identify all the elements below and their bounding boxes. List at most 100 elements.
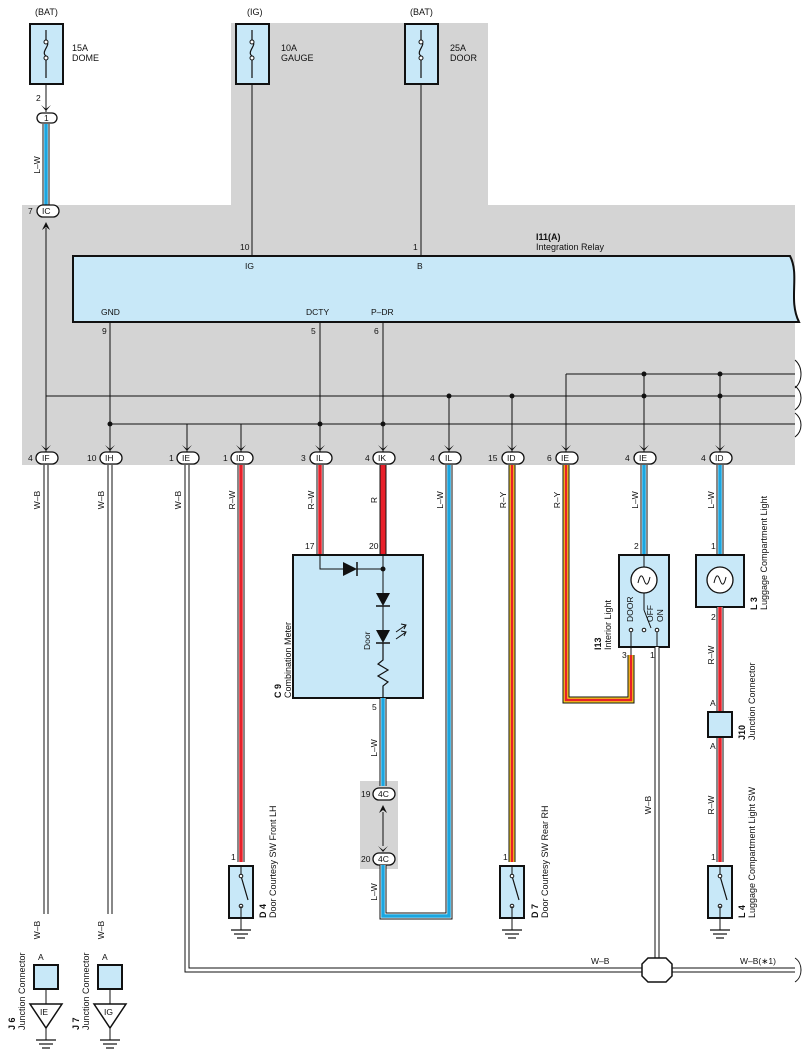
svg-text:W–B: W–B	[643, 795, 653, 814]
svg-text:Door: Door	[362, 631, 372, 650]
svg-text:1: 1	[169, 453, 174, 463]
svg-text:Door Courtesy SW Front LH: Door Courtesy SW Front LH	[268, 805, 278, 918]
svg-text:A: A	[710, 698, 716, 708]
svg-text:1: 1	[413, 242, 418, 252]
svg-text:IE: IE	[182, 453, 190, 463]
svg-text:1: 1	[711, 541, 716, 551]
svg-text:L–W: L–W	[706, 491, 716, 508]
svg-text:W–B: W–B	[591, 956, 610, 966]
svg-text:4: 4	[701, 453, 706, 463]
svg-text:2: 2	[711, 612, 716, 622]
svg-text:IL: IL	[445, 453, 452, 463]
svg-text:Door Courtesy SW Rear RH: Door Courtesy SW Rear RH	[540, 805, 550, 918]
junction-dots	[107, 371, 723, 427]
svg-text:Interior Light: Interior Light	[603, 599, 613, 650]
svg-text:4: 4	[430, 453, 435, 463]
svg-text:Luggage Compartment Light: Luggage Compartment Light	[759, 495, 769, 610]
fuse-dome: (BAT) 15A DOME 2	[29, 7, 99, 103]
integration-relay: I11(A) Integration Relay IG B GND DCTY P…	[72, 232, 801, 323]
integration-relay-area	[22, 23, 795, 465]
svg-text:A: A	[710, 741, 716, 751]
svg-text:15: 15	[488, 453, 498, 463]
svg-text:10: 10	[240, 242, 250, 252]
svg-text:DOOR: DOOR	[450, 53, 478, 63]
svg-text:R–W: R–W	[706, 796, 716, 815]
svg-text:R–W: R–W	[227, 491, 237, 510]
connector-ie-4: IE 4	[625, 451, 657, 465]
svg-text:4C: 4C	[378, 789, 389, 799]
svg-text:20: 20	[369, 541, 379, 551]
svg-text:W–B(∗1): W–B(∗1)	[740, 956, 776, 966]
svg-text:IK: IK	[378, 453, 386, 463]
svg-text:Junction Connector: Junction Connector	[81, 952, 91, 1030]
svg-text:3: 3	[622, 650, 627, 660]
svg-text:IH: IH	[105, 453, 114, 463]
svg-text:9: 9	[102, 326, 107, 336]
svg-text:R–Y: R–Y	[552, 491, 562, 508]
svg-text:L–W: L–W	[32, 156, 42, 173]
fuse-door: (BAT) 25A DOOR	[404, 7, 478, 85]
connector-id-1: ID 1	[223, 451, 254, 465]
svg-text:5: 5	[311, 326, 316, 336]
connector-1: 1	[36, 112, 58, 124]
svg-text:3: 3	[301, 453, 306, 463]
svg-text:P–DR: P–DR	[371, 307, 394, 317]
svg-text:1: 1	[650, 650, 655, 660]
svg-text:5: 5	[372, 702, 377, 712]
connector-id-4: ID 4	[701, 451, 733, 465]
junction-connector-j7: A IG J 7 Junction Connector	[71, 952, 128, 1049]
svg-text:I13: I13	[593, 637, 603, 650]
svg-text:L 3: L 3	[749, 597, 759, 610]
svg-text:L 4: L 4	[737, 905, 747, 918]
svg-text:Integration Relay: Integration Relay	[536, 242, 605, 252]
svg-text:J 7: J 7	[71, 1017, 81, 1030]
svg-text:1: 1	[503, 852, 508, 862]
interior-light: 2 DOOR OFF ON I13 Interior Light	[593, 541, 670, 655]
svg-text:7: 7	[28, 206, 33, 216]
connector-il-1: IL 3	[301, 451, 333, 465]
svg-text:W–B: W–B	[32, 490, 42, 509]
svg-text:IE: IE	[639, 453, 647, 463]
svg-text:A: A	[38, 952, 44, 962]
door-courtesy-sw-rear-rh: 1 D 7 Door Courtesy SW Rear RH	[499, 805, 550, 939]
svg-text:20: 20	[361, 854, 371, 864]
junction-connector-j10: A A J10 Junction Connector	[707, 662, 757, 751]
svg-text:6: 6	[374, 326, 379, 336]
svg-text:Combination Meter: Combination Meter	[283, 622, 293, 698]
svg-text:DOOR: DOOR	[625, 597, 635, 623]
svg-text:(BAT): (BAT)	[410, 7, 433, 17]
svg-text:R–Y: R–Y	[498, 491, 508, 508]
combination-meter: 17 20 Door C 9 Combination Meter	[273, 541, 424, 699]
svg-text:GAUGE: GAUGE	[281, 53, 314, 63]
connector-4c-19: 4C 19	[361, 787, 396, 801]
svg-text:10: 10	[87, 453, 97, 463]
svg-text:ID: ID	[715, 453, 724, 463]
svg-text:(BAT): (BAT)	[35, 7, 58, 17]
svg-text:I11(A): I11(A)	[536, 232, 561, 242]
luggage-compartment-light-sw: 1 L 4 Luggage Compartment Light SW	[707, 786, 757, 939]
fuse-gauge: (IG) 10A GAUGE	[235, 7, 314, 85]
svg-text:OFF: OFF	[645, 605, 655, 622]
svg-text:IG: IG	[104, 1007, 113, 1017]
svg-text:19: 19	[361, 789, 371, 799]
svg-text:1: 1	[231, 852, 236, 862]
svg-text:IE: IE	[40, 1007, 48, 1017]
connector-4c-20: 4C 20	[361, 852, 396, 866]
svg-text:Luggage Compartment Light SW: Luggage Compartment Light SW	[747, 786, 757, 918]
ground-splice-node	[641, 957, 673, 983]
connector-id-2: ID 15	[488, 451, 525, 465]
svg-text:Junction Connector: Junction Connector	[17, 952, 27, 1030]
svg-text:W–B: W–B	[32, 920, 42, 939]
svg-text:DCTY: DCTY	[306, 307, 329, 317]
wire-r-y-i13	[562, 465, 635, 704]
connector-ik: IK 4	[365, 451, 396, 465]
wire-w-b-ie	[184, 465, 795, 973]
connector-ih: IH 10	[87, 451, 123, 465]
svg-text:J 6: J 6	[7, 1017, 17, 1030]
svg-text:IL: IL	[316, 453, 323, 463]
svg-text:R: R	[369, 497, 379, 503]
svg-text:4: 4	[28, 453, 33, 463]
svg-text:R–W: R–W	[706, 646, 716, 665]
